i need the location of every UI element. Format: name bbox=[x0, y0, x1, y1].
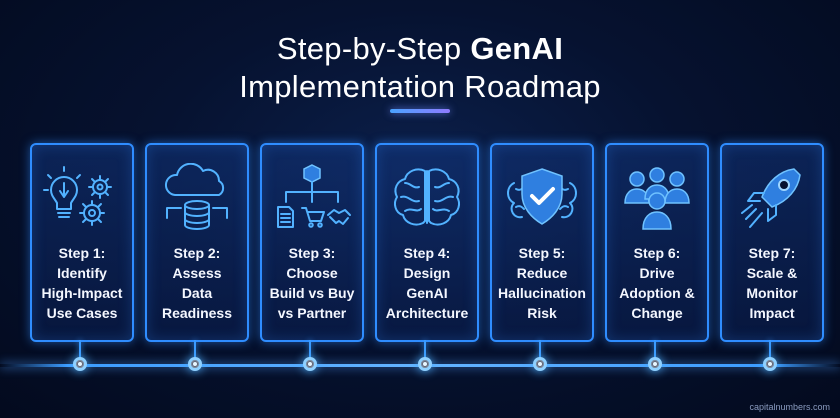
timeline-stem-2 bbox=[194, 340, 196, 358]
title-line-2: Implementation Roadmap bbox=[239, 69, 601, 104]
timeline-node-3 bbox=[303, 357, 317, 371]
step-label-1: Step 1: Identify High-Impact Use Cases bbox=[41, 245, 123, 321]
title-emphasis: GenAI bbox=[470, 31, 564, 66]
timeline-node-5 bbox=[533, 357, 547, 371]
timeline-node-4 bbox=[418, 357, 432, 371]
timeline-node-6 bbox=[648, 357, 662, 371]
step-card-2: Step 2: Assess Data Readiness bbox=[145, 143, 249, 342]
step-label-7: Step 7: Scale & Monitor Impact bbox=[746, 245, 798, 321]
title-underline bbox=[390, 109, 450, 113]
step-card-1: Step 1: Identify High-Impact Use Cases bbox=[30, 143, 134, 342]
step-card-6: Step 6: Drive Adoption & Change bbox=[605, 143, 709, 342]
timeline-stem-4 bbox=[424, 340, 426, 358]
people-group-icon bbox=[624, 167, 690, 230]
timeline-stem-5 bbox=[539, 340, 541, 358]
timeline-stem-3 bbox=[309, 340, 311, 358]
step-card-4: Step 4: Design GenAI Architecture bbox=[375, 143, 479, 342]
steps-row: Step 1: Identify High-Impact Use Cases S… bbox=[30, 143, 824, 342]
timeline-node-2 bbox=[188, 357, 202, 371]
lightbulb-gears-icon bbox=[43, 166, 112, 226]
timeline-stem-7 bbox=[769, 340, 771, 358]
step-label-3: Step 3: Choose Build vs Buy vs Partner bbox=[269, 245, 355, 321]
step-card-3: Step 3: Choose Build vs Buy vs Partner bbox=[260, 143, 364, 342]
timeline-node-1 bbox=[73, 357, 87, 371]
cloud-database-icon bbox=[165, 163, 228, 230]
step-label-2: Step 2: Assess Data Readiness bbox=[161, 245, 233, 321]
step-label-6: Step 6: Drive Adoption & Change bbox=[619, 245, 695, 321]
timeline-stem-1 bbox=[79, 340, 81, 358]
step-card-5: Step 5: Reduce Hallucination Risk bbox=[490, 143, 594, 342]
title-line-1: Step-by-Step GenAI bbox=[276, 31, 564, 66]
timeline-stem-6 bbox=[654, 340, 656, 358]
watermark: capitalnumbers.com bbox=[749, 402, 830, 412]
build-buy-partner-icon bbox=[277, 164, 351, 228]
brain-icon bbox=[394, 168, 460, 226]
step-label-5: Step 5: Reduce Hallucination Risk bbox=[498, 245, 586, 321]
step-card-7: Step 7: Scale & Monitor Impact bbox=[720, 143, 824, 342]
page-title: Step-by-Step GenAI Implementation Roadma… bbox=[0, 30, 840, 106]
step-label-4: Step 4: Design GenAI Architecture bbox=[385, 245, 469, 321]
shield-check-icon bbox=[507, 168, 577, 225]
timeline-node-7 bbox=[763, 357, 777, 371]
rocket-icon bbox=[741, 168, 801, 228]
